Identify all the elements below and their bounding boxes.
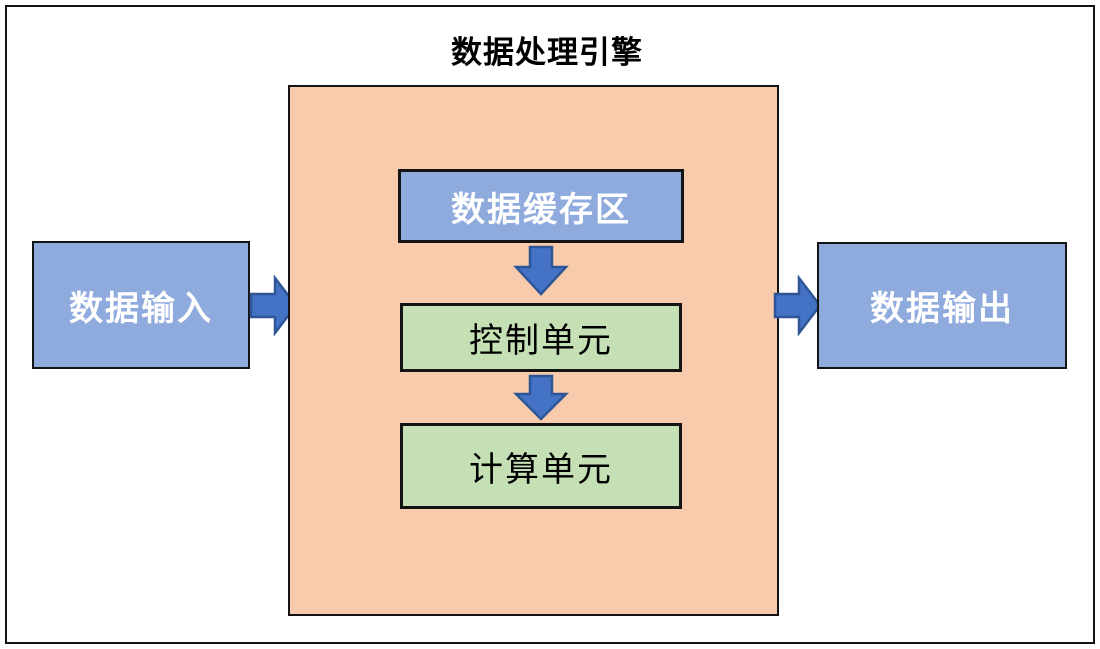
- arrow-down-icon: [513, 374, 569, 421]
- node-data-buffer-label: 数据缓存区: [451, 190, 631, 229]
- node-control-unit: 控制单元: [400, 303, 682, 372]
- node-control-unit-label: 控制单元: [469, 322, 613, 360]
- outer-frame: 数据处理引擎 数据输入 数据缓存区 控制单元 计算单元: [5, 5, 1095, 644]
- node-data-buffer: 数据缓存区: [398, 169, 684, 243]
- arrow-right-icon: [773, 275, 822, 336]
- node-data-output-label: 数据输出: [870, 290, 1014, 328]
- arrow-down-icon: [513, 245, 569, 296]
- node-compute-unit-label: 计算单元: [469, 450, 613, 489]
- node-data-input-label: 数据输入: [69, 289, 213, 328]
- diagram-title: 数据处理引擎: [451, 35, 643, 70]
- engine-container: 数据缓存区 控制单元 计算单元: [288, 85, 779, 616]
- node-data-input: 数据输入: [32, 241, 250, 369]
- arrow-right-icon: [249, 275, 298, 336]
- node-compute-unit: 计算单元: [400, 423, 682, 509]
- node-data-output: 数据输出: [817, 242, 1067, 369]
